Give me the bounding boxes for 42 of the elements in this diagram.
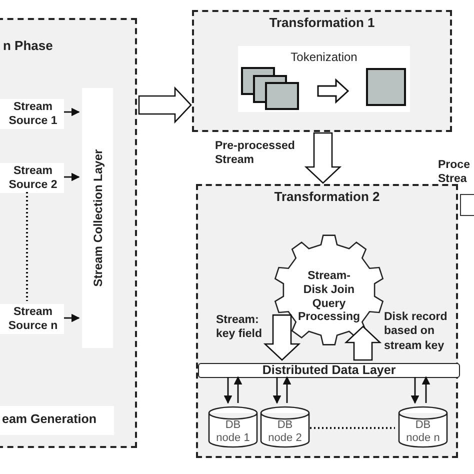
edge-label: Disk record based on stream key xyxy=(384,310,448,354)
bar-label: Distributed Data Layer xyxy=(261,363,397,378)
arrow xyxy=(64,108,80,116)
dashed-phase-box xyxy=(196,184,458,458)
block-arrow xyxy=(304,132,342,184)
gear-label: Stream-Disk Join Query Processing xyxy=(297,270,361,326)
phase-title: Transformation 2 xyxy=(274,189,380,205)
tokenization-panel xyxy=(238,46,410,112)
phase-title: Transformation 1 xyxy=(269,15,375,31)
arrow xyxy=(422,376,430,403)
block-arrow xyxy=(263,314,301,361)
dashed-phase-box xyxy=(0,18,137,448)
edge-label: Stream: key field xyxy=(216,313,264,342)
empty-box xyxy=(460,194,474,216)
footer-label: eam Generation xyxy=(2,412,96,427)
note-label: Proce Strea xyxy=(438,158,471,187)
source-label: Stream Source 1 xyxy=(8,101,58,129)
arrow xyxy=(234,376,242,403)
db-label: DB node 1 xyxy=(216,419,250,446)
arrow xyxy=(64,172,80,182)
dotted-line xyxy=(310,427,395,429)
phase-title: n Phase xyxy=(3,38,53,54)
layer-label: Stream Collection Layer xyxy=(90,149,105,287)
block-arrow xyxy=(344,326,382,361)
source-box xyxy=(0,304,64,334)
arrow xyxy=(272,377,282,404)
arrow xyxy=(410,377,420,404)
data-layer-bar xyxy=(198,363,460,378)
source-label: Stream Source n xyxy=(7,306,59,334)
arrow xyxy=(282,376,292,403)
db-label: DB node n xyxy=(406,419,440,446)
arrow xyxy=(64,314,80,322)
block-arrow xyxy=(138,86,192,124)
source-box xyxy=(0,163,64,193)
arrow xyxy=(224,377,232,404)
source-label: Stream Source 2 xyxy=(8,165,58,193)
db-label: DB node 2 xyxy=(268,419,302,446)
panel-title: Tokenization xyxy=(290,50,358,64)
dotted-line xyxy=(26,192,28,301)
source-box xyxy=(0,99,64,129)
dashed-phase-box xyxy=(192,10,452,132)
edge-label: Pre-processed Stream xyxy=(215,139,296,168)
